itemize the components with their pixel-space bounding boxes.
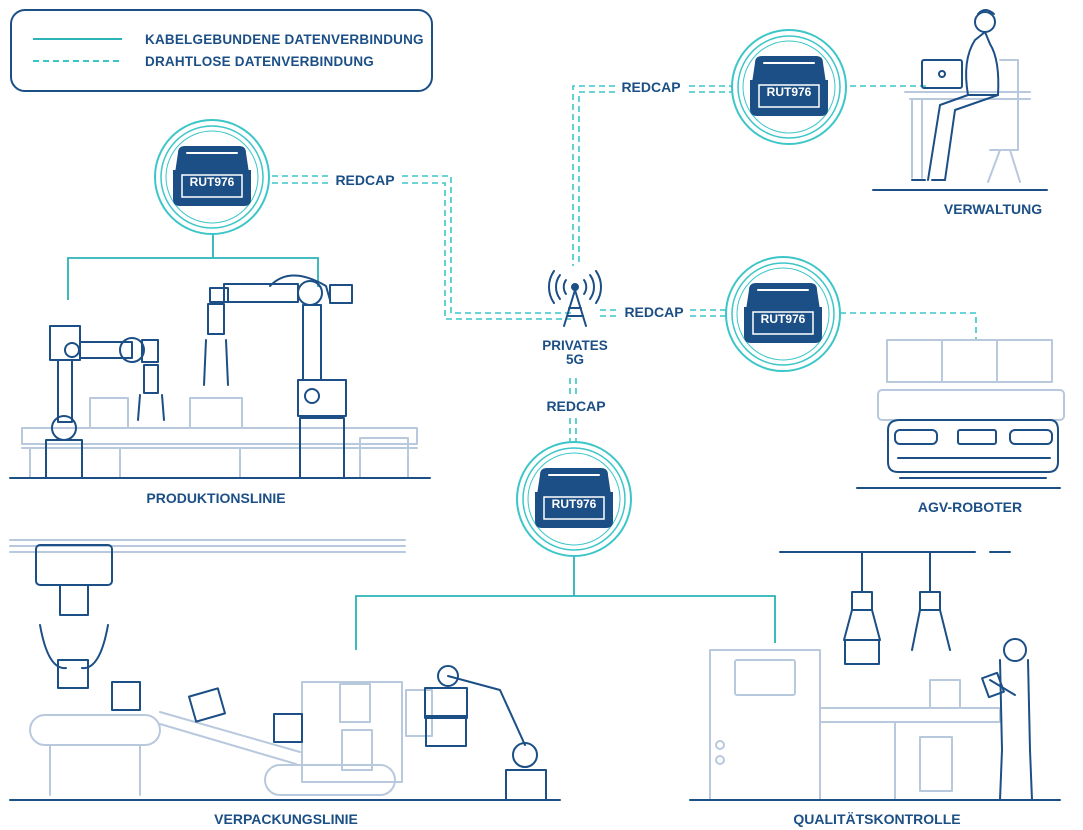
antenna-icon (547, 270, 603, 327)
wire-produktion (67, 232, 319, 300)
link-label-produktion: REDCAP (335, 172, 394, 188)
link-produktion-tower (272, 175, 571, 320)
link-label-verwaltung: REDCAP (621, 79, 680, 95)
area-label-produktion: PRODUKTIONSLINIE (146, 490, 285, 506)
wireless-links (272, 85, 977, 448)
tower-5g (547, 270, 603, 327)
router-label: RUT976 (190, 175, 235, 189)
legend-wireless-label: DRAHTLOSE DATENVERBINDUNG (145, 54, 374, 69)
router-label: RUT976 (761, 312, 806, 326)
packaging-line-illustration (9, 539, 561, 801)
router-agv: RUT976 (725, 256, 841, 372)
office-worker-illustration (872, 9, 1048, 191)
link-label-bottom: REDCAP (546, 398, 605, 414)
link-labels: REDCAP REDCAP REDCAP REDCAP (332, 76, 686, 416)
link-agv-robot (830, 312, 977, 340)
wire-bottom (355, 552, 776, 650)
quality-control-illustration (689, 551, 1061, 801)
link-label-agv: REDCAP (624, 304, 683, 320)
router-label: RUT976 (552, 497, 597, 511)
link-verwaltung-tower (572, 85, 735, 266)
router-verwaltung: RUT976 (731, 29, 847, 145)
router-produktion: RUT976 (154, 119, 270, 235)
wired-links (67, 232, 776, 650)
router-bottom: RUT976 (516, 441, 632, 557)
production-line-illustration (9, 274, 431, 479)
tower-label-line2: 5G (566, 352, 584, 367)
area-label-verpackung: VERPACKUNGSLINIE (214, 811, 358, 827)
area-label-agv: AGV-ROBOTER (918, 499, 1022, 515)
tower-label-line1: PRIVATES (542, 338, 608, 353)
legend-wired-label: KABELGEBUNDENE DATENVERBINDUNG (145, 32, 424, 47)
router-label: RUT976 (767, 85, 812, 99)
area-label-verwaltung: VERWALTUNG (944, 201, 1042, 217)
agv-robot-illustration (856, 339, 1065, 489)
legend: KABELGEBUNDENE DATENVERBINDUNG DRAHTLOSE… (10, 9, 433, 92)
area-label-qualitaet: QUALITÄTSKONTROLLE (793, 811, 960, 827)
